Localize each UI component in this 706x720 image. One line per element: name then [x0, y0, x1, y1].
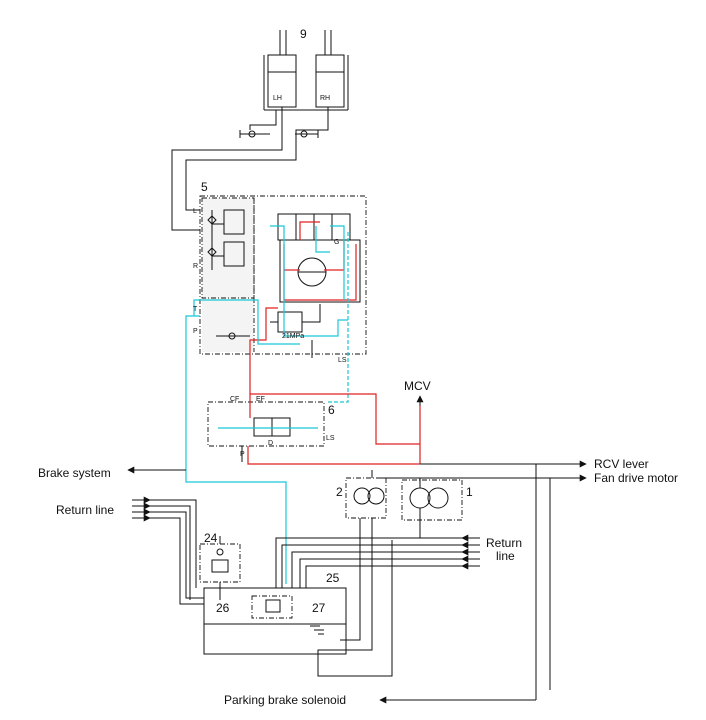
label-return-line-left: Return line — [56, 503, 114, 517]
steering-unit-5 — [185, 195, 367, 584]
label-lh: LH — [273, 95, 282, 102]
port-p-6: P — [240, 451, 245, 458]
priority-valve-6 — [207, 393, 420, 465]
port-ls-6: LS — [326, 435, 335, 442]
port-t: T — [193, 306, 198, 313]
label-component-1: 1 — [466, 485, 473, 499]
label-component-27: 27 — [312, 601, 326, 615]
port-d: D — [268, 440, 273, 447]
port-l: L — [193, 208, 197, 215]
pumps — [317, 470, 463, 677]
steering-cylinders — [171, 30, 349, 231]
label-fan-drive-motor: Fan drive motor — [594, 471, 678, 485]
label-component-6: 6 — [328, 403, 335, 417]
label-rcv-lever: RCV lever — [594, 457, 649, 471]
port-ls-5: LS — [338, 357, 347, 364]
label-component-24: 24 — [204, 531, 218, 545]
valve-24 — [199, 536, 241, 600]
label-component-25: 25 — [326, 571, 340, 585]
label-brake-system: Brake system — [38, 466, 111, 480]
label-rh: RH — [320, 95, 330, 102]
tank — [203, 587, 347, 655]
return-lines-right — [275, 534, 480, 588]
label-component-5: 5 — [201, 180, 208, 194]
port-r: R — [193, 263, 198, 270]
port-ef: EF — [256, 396, 265, 403]
label-component-26: 26 — [216, 601, 230, 615]
label-return-line-right-2: line — [496, 549, 515, 563]
label-return-line-right-1: Return — [486, 536, 522, 550]
label-mcv: MCV — [404, 379, 431, 393]
port-cf: CF — [230, 396, 239, 403]
return-lines-left — [132, 496, 204, 605]
relief-21mpa: 21MPa — [282, 333, 304, 340]
main-lines — [127, 460, 587, 704]
port-g: G — [334, 239, 339, 246]
port-p: P — [193, 328, 198, 335]
label-component-2: 2 — [336, 485, 343, 499]
right-cylinder — [315, 54, 345, 108]
label-component-9: 9 — [300, 27, 307, 41]
label-parking-brake-solenoid: Parking brake solenoid — [224, 693, 346, 707]
